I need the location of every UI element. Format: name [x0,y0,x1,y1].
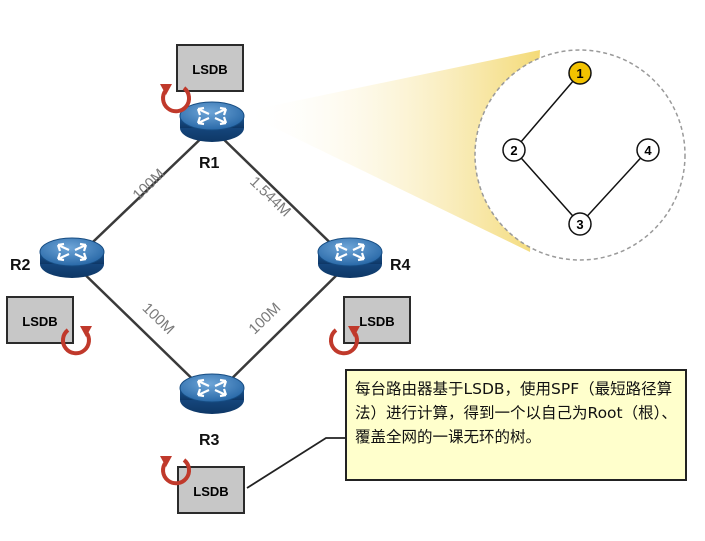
link-label-r1-r2: 100M [129,166,168,204]
spf-tree-nodes: 1 2 4 3 [502,61,660,236]
router-label-r1: R1 [199,155,220,172]
lsdb-label: LSDB [192,62,228,77]
spf-node-1-label: 1 [576,66,583,81]
router-r1-icon [179,101,245,142]
router-label-r2: R2 [10,257,31,274]
spf-node-1 [568,61,592,85]
spf-node-4-label: 4 [644,143,652,158]
router-r3-icon [179,373,245,414]
lsdb-box-r4: LSDB [343,296,411,344]
link-r1-r4 [211,127,351,263]
lsdb-label: LSDB [193,484,229,499]
lsdb-box-r2: LSDB [6,296,74,344]
lsdb-box-r1: LSDB [176,44,244,92]
spf-node-3-label: 3 [576,217,583,232]
spf-node-3 [568,212,592,236]
network-links [71,127,351,399]
lsdb-box-r3: LSDB [177,466,245,514]
router-r2-icon [39,237,105,278]
note-connector [246,437,347,489]
link-r4-r3 [211,261,351,399]
spotlight-beam [242,50,540,252]
router-label-r3: R3 [199,432,220,449]
link-r2-r3 [71,261,213,399]
spf-node-2 [502,138,526,162]
lsdb-label: LSDB [359,314,395,329]
spf-node-4 [636,138,660,162]
link-r1-r2 [71,127,213,263]
spf-node-2-label: 2 [510,143,517,158]
explanation-note: 每台路由器基于LSDB，使用SPF（最短路径算法）进行计算，得到一个以自己为Ro… [345,369,687,481]
router-label-r4: R4 [390,257,411,274]
router-r4-icon [317,237,383,278]
spf-tree-circle [474,49,686,261]
lsdb-label: LSDB [22,314,58,329]
link-label-r1-r4: 1.544M [246,173,294,220]
spf-tree-edges [513,72,649,225]
